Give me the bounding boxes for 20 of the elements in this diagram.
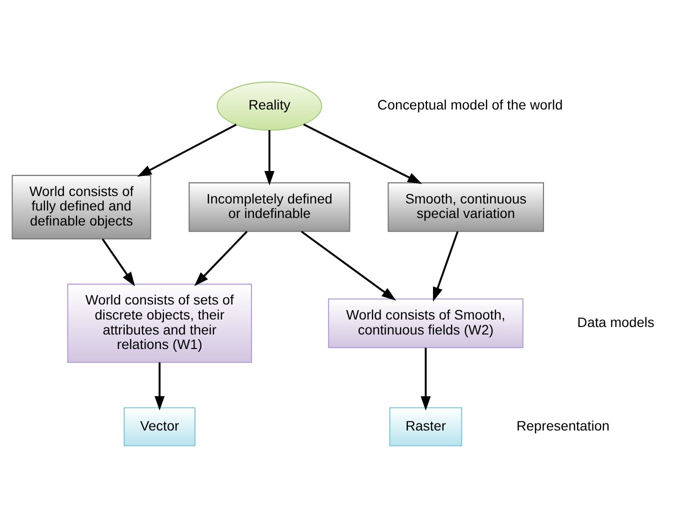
node-box: Incompletely defined or indefinable: [188, 182, 350, 232]
label: Data models: [577, 314, 654, 330]
node-box: World consists of sets of discrete objects, their attributes and their relations (W1): [67, 284, 252, 363]
node-box: World consists of Smooth, continuous fields (W2): [328, 298, 524, 348]
node-box: Vector: [124, 407, 196, 446]
node-box: World consists of fully defined and definable objects: [12, 174, 152, 240]
label: Conceptual model of the world: [377, 98, 563, 113]
arrow: [102, 238, 136, 286]
arrow: [432, 231, 459, 302]
arrow: [303, 124, 422, 184]
arrow: [264, 130, 274, 186]
label: Representation: [516, 418, 610, 434]
arrow: [300, 230, 396, 301]
arrow: [137, 124, 237, 177]
node-box: Raster: [389, 407, 462, 446]
node-box: Smooth, continuous special variation: [388, 182, 544, 232]
arrow: [154, 362, 165, 410]
arrow: [420, 348, 431, 411]
arrow: [194, 230, 248, 286]
node-ellipse: Reality: [216, 82, 322, 131]
